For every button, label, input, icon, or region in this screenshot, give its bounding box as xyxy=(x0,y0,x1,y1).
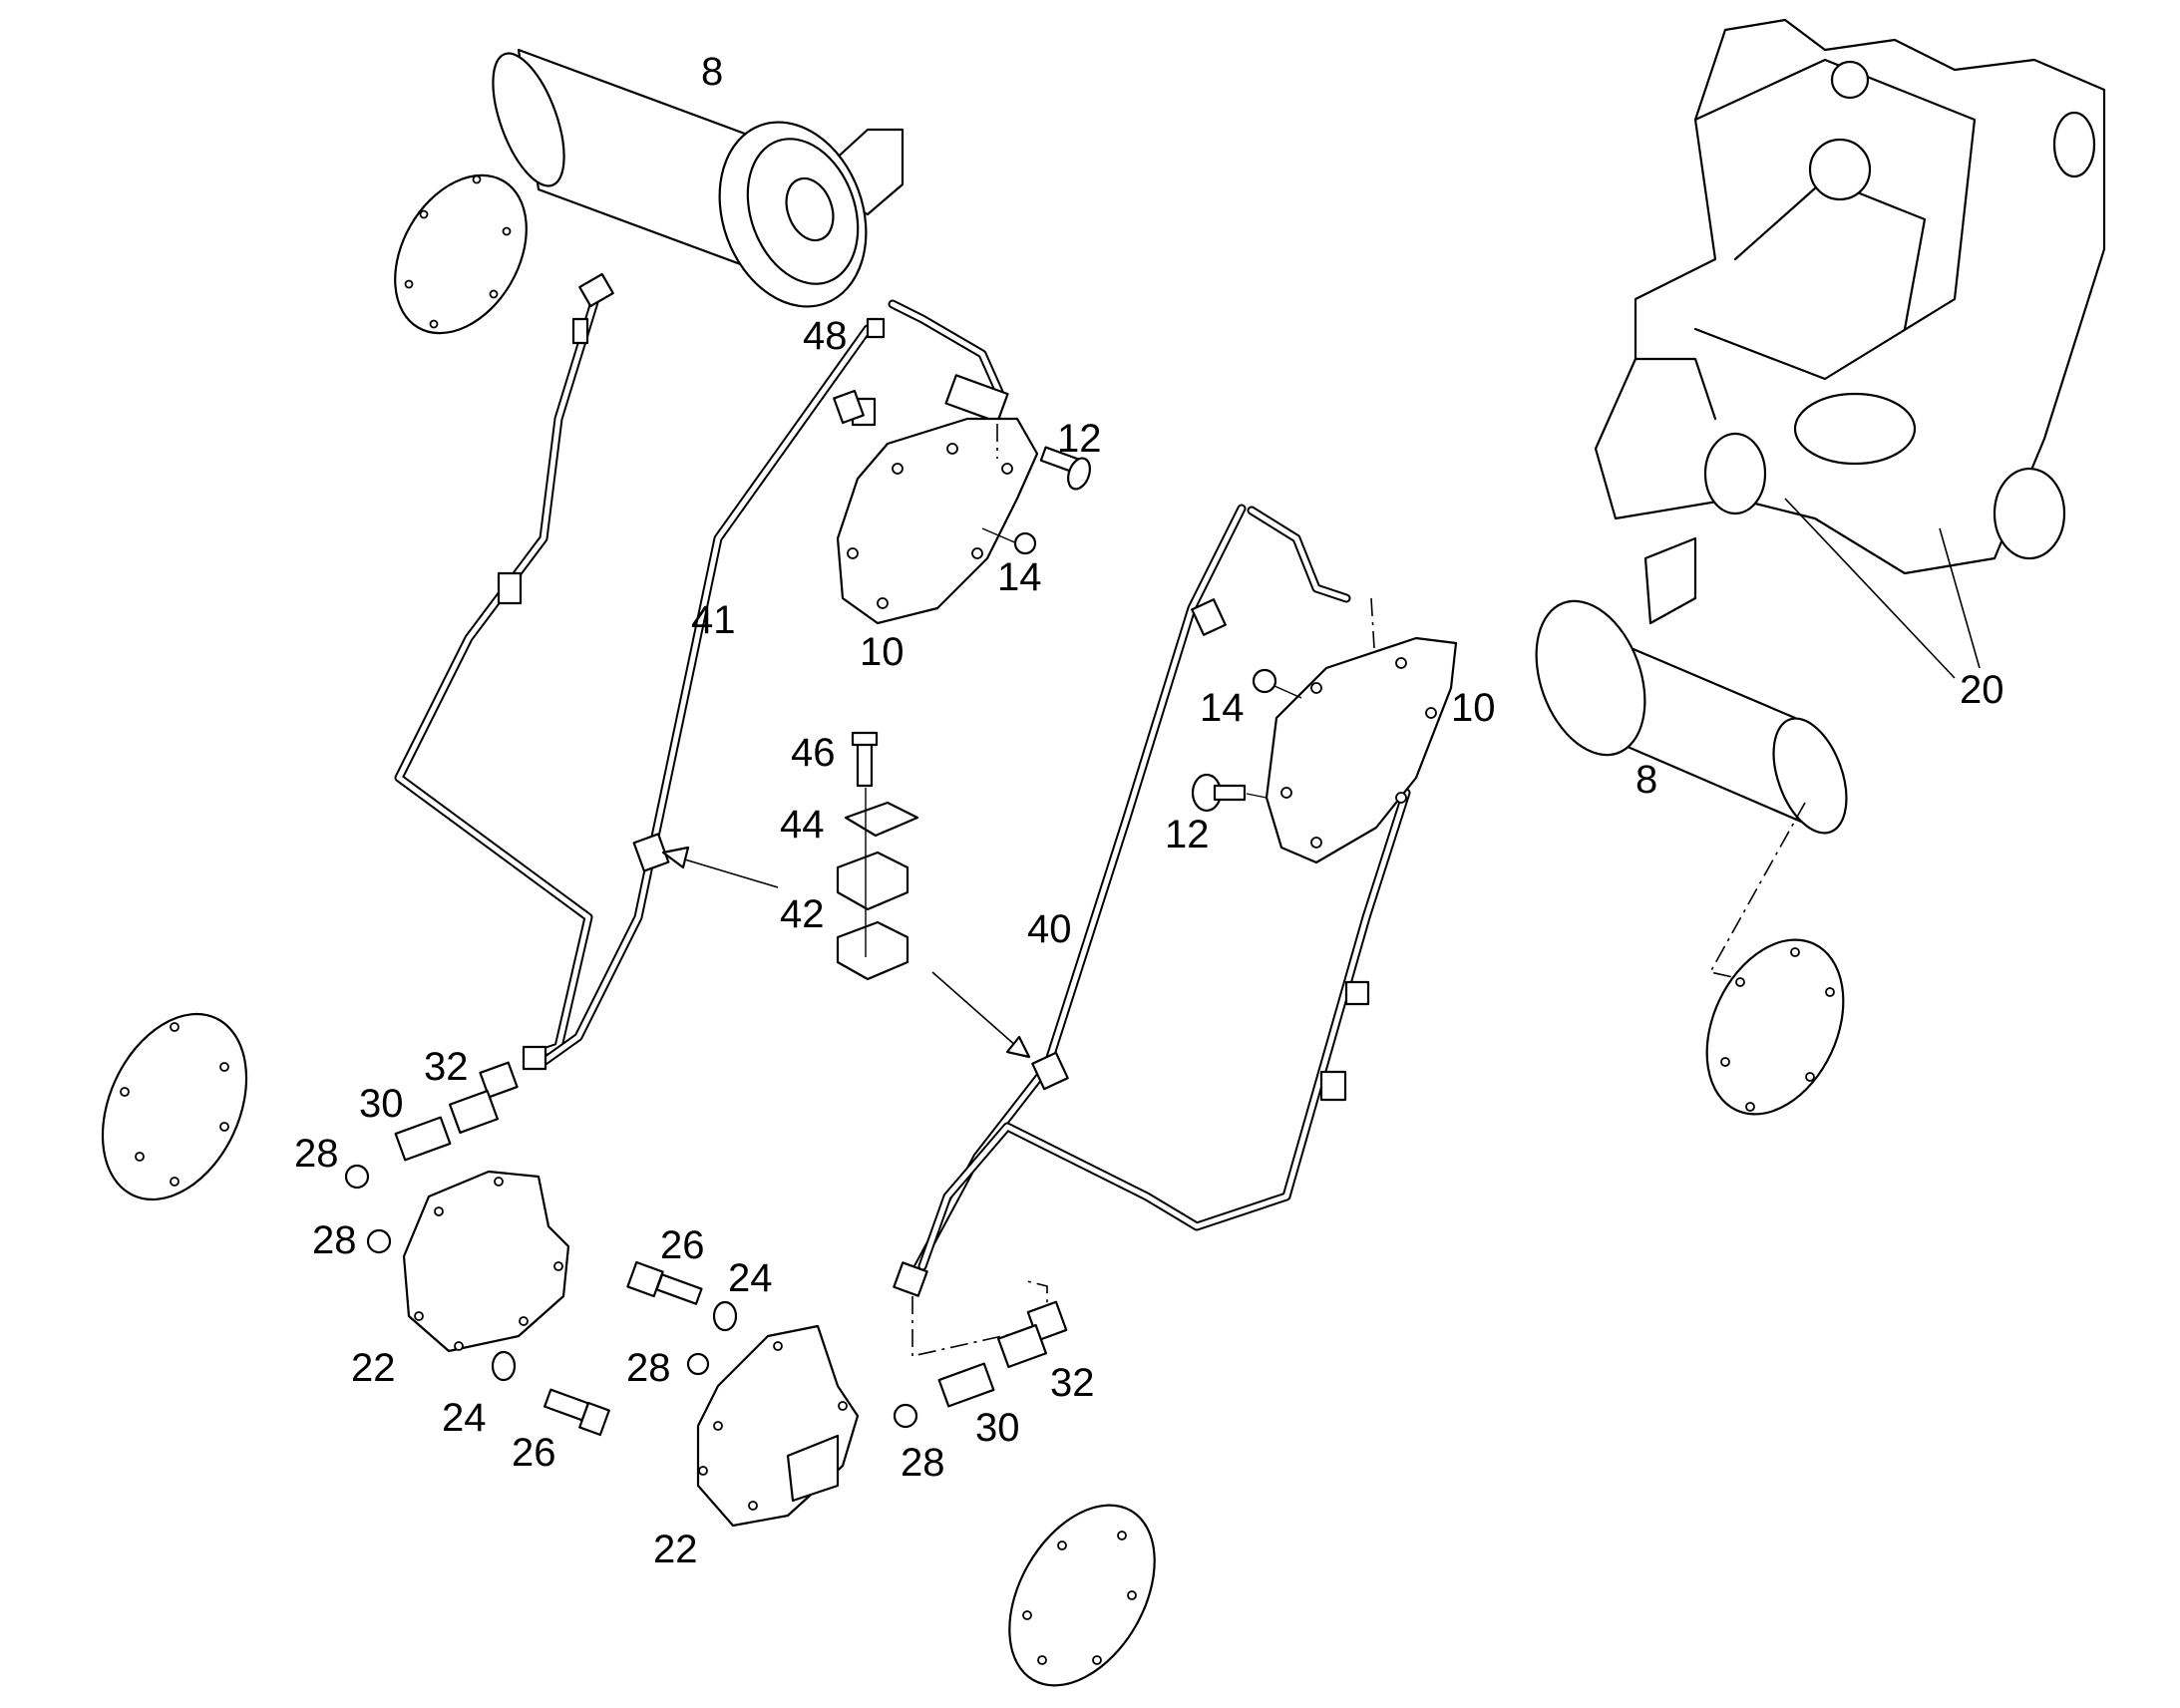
screw-12-top xyxy=(1039,446,1091,491)
tube-assembly-41 xyxy=(394,272,877,1071)
callout-28-a: 28 xyxy=(294,1132,339,1176)
callout-8-top: 8 xyxy=(701,50,723,94)
cover-disc-top-left xyxy=(394,173,528,335)
callout-26-a: 26 xyxy=(660,1223,705,1267)
callout-42: 42 xyxy=(780,892,825,936)
callout-40: 40 xyxy=(1027,907,1072,951)
callout-12-mid: 12 xyxy=(1165,813,1210,856)
plug-14-top xyxy=(981,527,1037,555)
callout-44: 44 xyxy=(780,803,825,847)
callout-24-b: 24 xyxy=(442,1396,487,1440)
callout-8-right: 8 xyxy=(1635,758,1657,802)
leader-20-b xyxy=(1939,527,1981,669)
callout-28-c: 28 xyxy=(626,1346,671,1390)
cover-disc-left xyxy=(101,1012,248,1201)
plate-22-left xyxy=(402,1170,570,1353)
clamp-assembly xyxy=(836,731,919,981)
callout-14-mid: 14 xyxy=(1200,686,1245,730)
callout-14-top: 14 xyxy=(997,555,1042,599)
frame-assembly xyxy=(1594,18,2106,575)
callout-30-left: 30 xyxy=(359,1082,404,1126)
callout-22-mid: 22 xyxy=(653,1528,698,1571)
callout-32-right: 32 xyxy=(1050,1361,1095,1405)
callout-22-left: 22 xyxy=(351,1346,396,1390)
callout-10-top: 10 xyxy=(860,630,905,674)
hose-top-48 xyxy=(866,299,1009,424)
plug-14-mid xyxy=(1252,668,1302,699)
arrow-to-tube-40 xyxy=(931,971,1018,1048)
callout-12-top: 12 xyxy=(1057,417,1102,461)
callout-48: 48 xyxy=(803,314,848,358)
callout-32-left: 32 xyxy=(424,1045,469,1089)
callout-20: 20 xyxy=(1960,668,2004,712)
tube-assembly-40 xyxy=(893,504,1411,1297)
plate-10-top xyxy=(836,417,1039,625)
callout-46: 46 xyxy=(791,731,836,775)
washer-bolt-mid xyxy=(626,1260,738,1376)
cover-disc-right xyxy=(1705,938,1845,1116)
callout-41: 41 xyxy=(691,598,736,642)
fittings-right xyxy=(893,1280,1068,1429)
callout-26-b: 26 xyxy=(512,1431,556,1475)
plate-10-mid xyxy=(1265,636,1458,864)
fittings-left xyxy=(344,1061,519,1254)
callout-28-d: 28 xyxy=(901,1441,945,1485)
pin-top xyxy=(492,48,905,308)
callout-24-a: 24 xyxy=(728,1256,773,1300)
callout-30-right: 30 xyxy=(975,1406,1020,1450)
leader-20-a xyxy=(1784,498,1956,679)
arrow-to-tube-41 xyxy=(677,856,779,888)
cover-disc-bottom xyxy=(1008,1504,1156,1687)
callout-28-b: 28 xyxy=(312,1218,357,1262)
arrowhead-41 xyxy=(661,846,690,869)
pin-right xyxy=(1535,536,1848,835)
callout-10-mid: 10 xyxy=(1451,686,1496,730)
screw-12-mid xyxy=(1191,773,1268,813)
washer-bolt-left xyxy=(491,1350,610,1437)
plate-22-mid xyxy=(696,1324,860,1528)
arrowhead-40 xyxy=(1005,1035,1031,1059)
